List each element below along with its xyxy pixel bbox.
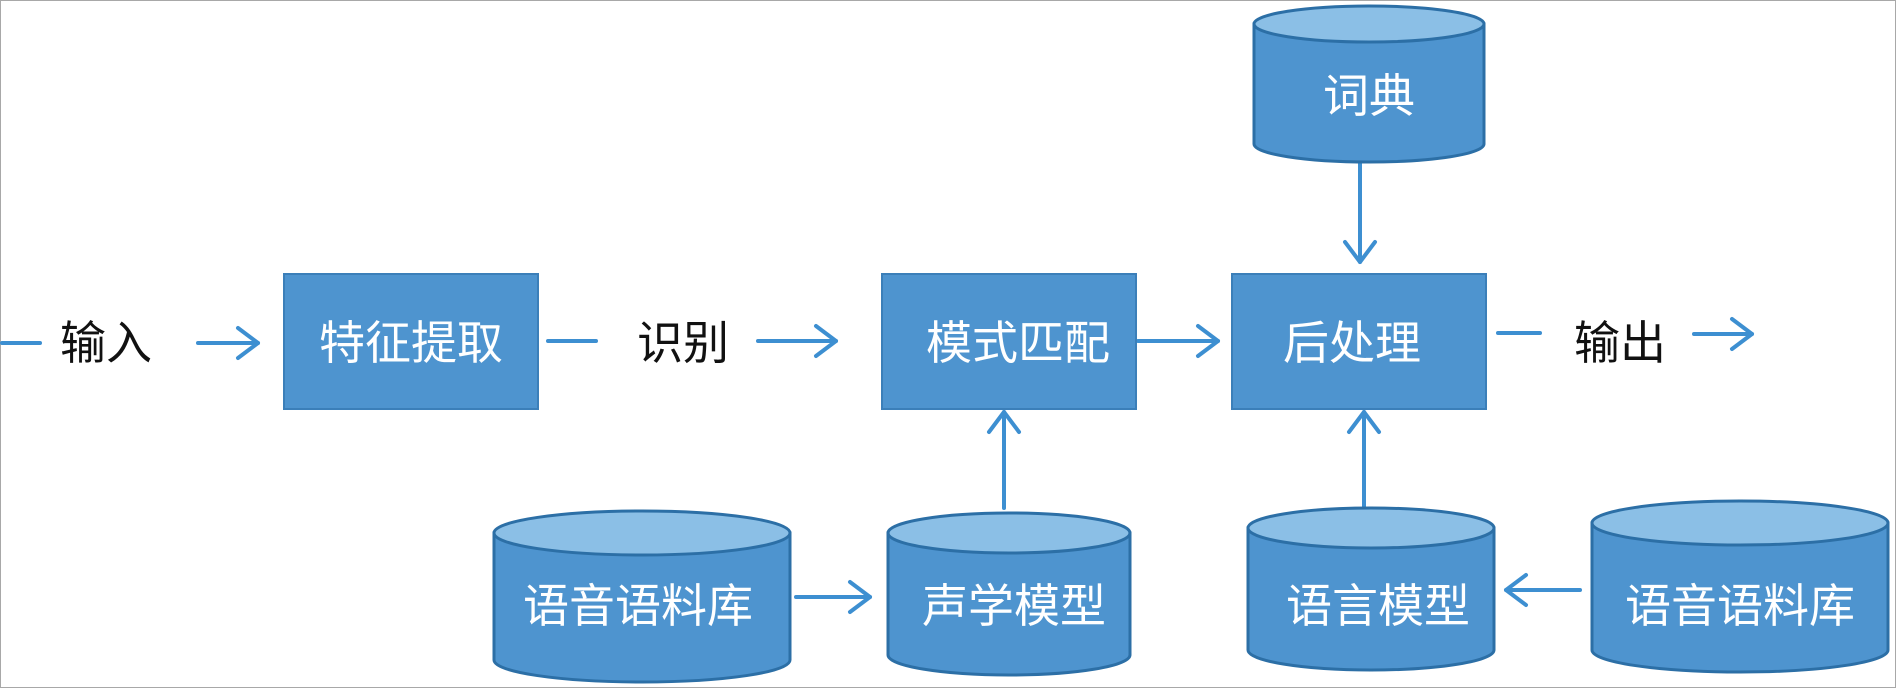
db-speech-corpus-left: 语音语料库 <box>492 509 792 684</box>
db-dictionary-label: 词典 <box>1323 69 1415 123</box>
arrow-input-to-feature-head <box>236 326 260 360</box>
db-language-model: 语言模型 <box>1246 506 1496 672</box>
arrow-dict-to-post-head <box>1343 240 1377 264</box>
box-post-processing: 后处理 <box>1231 273 1487 410</box>
box-feature-extraction-label: 特征提取 <box>319 316 503 370</box>
output-label: 输出 <box>1574 316 1666 370</box>
arrow-corpus-to-language-head <box>1504 573 1528 607</box>
arrow-language-to-post-head <box>1347 410 1381 434</box>
arrow-recog-to-matching-head <box>814 324 838 358</box>
db-speech-corpus-left-label: 语音语料库 <box>523 579 753 633</box>
db-speech-corpus-right-label: 语音语料库 <box>1625 579 1855 633</box>
box-post-processing-label: 后处理 <box>1283 316 1421 370</box>
connectors <box>0 160 1754 614</box>
db-dictionary: 词典 <box>1252 4 1486 164</box>
db-language-model-label: 语言模型 <box>1286 579 1470 633</box>
box-pattern-matching: 模式匹配 <box>881 273 1137 410</box>
db-speech-corpus-right: 语音语料库 <box>1590 499 1890 674</box>
arrow-output-head <box>1730 317 1754 351</box>
box-pattern-matching-label: 模式匹配 <box>926 316 1110 370</box>
arrow-matching-to-post-head <box>1196 324 1220 358</box>
arrow-corpus-to-acoustic-head <box>848 580 872 614</box>
recognition-label: 识别 <box>637 316 729 370</box>
db-acoustic-model: 声学模型 <box>886 511 1132 677</box>
db-acoustic-model-label: 声学模型 <box>922 579 1106 633</box>
box-feature-extraction: 特征提取 <box>283 273 539 410</box>
input-label: 输入 <box>60 316 152 370</box>
arrow-acoustic-to-matching-head <box>987 410 1021 434</box>
